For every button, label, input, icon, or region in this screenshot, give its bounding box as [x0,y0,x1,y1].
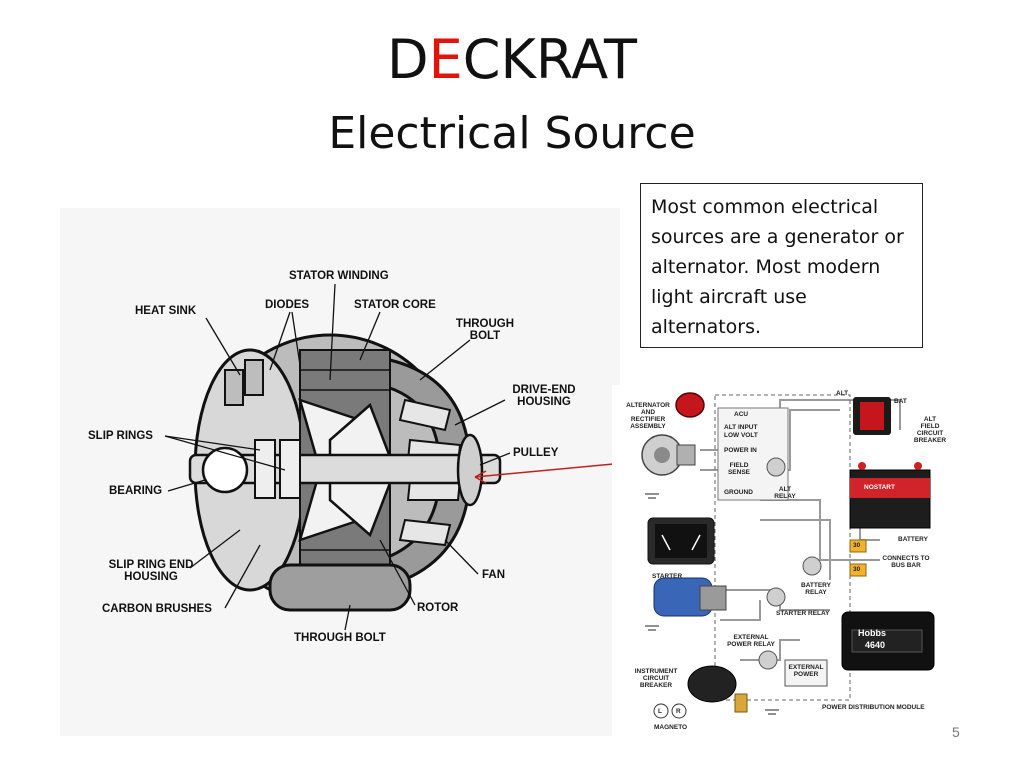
schem-eprelay-line2: POWER RELAY [727,641,775,648]
slide-subtitle: Electrical Source [328,108,696,159]
label-stator-winding: STATOR WINDING [289,270,389,282]
label-drive-end-line1: DRIVE-END [512,384,576,396]
title-letter-d: D [387,28,429,91]
slide-title: DECKRAT [0,28,1024,91]
schem-eprelay-line1: EXTERNAL [733,634,769,641]
label-bearing: BEARING [109,485,163,497]
schem-icb-line2: CIRCUIT [642,675,670,682]
schem-label-alternator-assembly: ALTERNATOR AND RECTIFIER ASSEMBLY [622,402,674,430]
schem-field-line2: SENSE [727,469,751,476]
label-drive-end-line2: HOUSING [517,396,571,408]
schem-bus-line1: CONNECTS TO [882,555,930,562]
schem-extpower-line2: POWER [793,671,819,678]
label-through-bolt-top-line2: BOLT [469,330,501,342]
label-heat-sink: HEAT SINK [135,305,197,317]
title-rest: CKRAT [462,28,637,91]
schem-afcb-line4: BREAKER [913,437,947,444]
schem-label-alt-field-cb: ALT FIELD CIRCUIT BREAKER [912,416,948,444]
label-slip-ring-end-line2: HOUSING [124,571,178,583]
callout-text-box: Most common electrical sources are a gen… [640,183,923,348]
schem-label-connects-to-bus: CONNECTS TO BUS BAR [878,555,934,569]
schem-label-alt-relay: ALT RELAY [770,486,800,500]
schem-label-battery: BATTERY [898,536,928,543]
label-rotor: ROTOR [417,602,459,614]
schem-label-breaker-1: 30 [853,542,861,549]
schem-label-alt: ALT [836,390,849,397]
schem-label-power-in: POWER IN [724,447,757,454]
label-slip-rings: SLIP RINGS [88,430,153,442]
schem-batrelay-line2: RELAY [805,589,827,596]
schem-label-pdm: POWER DISTRIBUTION MODULE [822,704,925,711]
schem-label-ground: GROUND [724,489,753,496]
schem-label-acu: ACU [734,411,749,418]
schem-label-starter-relay: STARTER RELAY [776,610,830,617]
label-diodes: DIODES [265,299,310,311]
label-slip-ring-end-line1: SLIP RING END [108,559,194,571]
schem-label-breaker-2: 30 [853,566,861,573]
schem-label-hobbs: Hobbs [858,628,886,638]
schem-label-bat: BAT [894,398,907,405]
schem-alt-line3: RECTIFIER [630,416,666,423]
schem-label-hobbs-digits: 4640 [865,640,886,650]
schem-label-low-volt: LOW VOLT [724,432,758,439]
label-pulley: PULLEY [513,447,559,459]
schem-altrelay-line1: ALT [778,486,792,493]
schem-label-mag-r: R [676,708,681,715]
label-stator-core: STATOR CORE [354,299,436,311]
page-number: 5 [952,724,960,740]
schem-altrelay-line2: RELAY [774,493,796,500]
schem-alt-line1: ALTERNATOR [626,402,670,409]
schem-label-field-sense: FIELD SENSE [722,462,756,476]
schem-label-external-power: EXTERNAL POWER [785,664,827,678]
label-through-bolt-bottom: THROUGH BOLT [294,632,386,644]
schem-label-magneto: MAGNETO [654,724,688,731]
schem-batrelay-line1: BATTERY [801,582,831,589]
schem-afcb-line2: FIELD [920,423,940,430]
schem-alt-line2: AND [640,409,656,416]
label-carbon-brushes: CARBON BRUSHES [102,603,212,615]
schem-label-starter: STARTER [652,573,683,580]
schem-label-mag-l: L [658,708,662,715]
schem-label-battery-relay: BATTERY RELAY [798,582,834,596]
label-fan: FAN [482,569,505,581]
schem-label-alt-input: ALT INPUT [724,424,758,431]
schem-afcb-line1: ALT [923,416,937,423]
schem-label-battery-brand: NOSTART [864,484,895,491]
schem-label-external-power-relay: EXTERNAL POWER RELAY [726,634,776,648]
schem-icb-line1: INSTRUMENT [634,668,678,675]
schem-label-instrument-cb: INSTRUMENT CIRCUIT BREAKER [632,668,680,689]
schem-extpower-line1: EXTERNAL [788,664,824,671]
schem-afcb-line3: CIRCUIT [916,430,944,437]
schem-alt-line4: ASSEMBLY [630,423,666,430]
schem-icb-line3: BREAKER [639,682,673,689]
title-letter-e-highlight: E [428,28,463,91]
label-through-bolt-top-line1: THROUGH [455,318,515,330]
schem-field-line1: FIELD [729,462,749,469]
schem-bus-line2: BUS BAR [891,562,921,569]
